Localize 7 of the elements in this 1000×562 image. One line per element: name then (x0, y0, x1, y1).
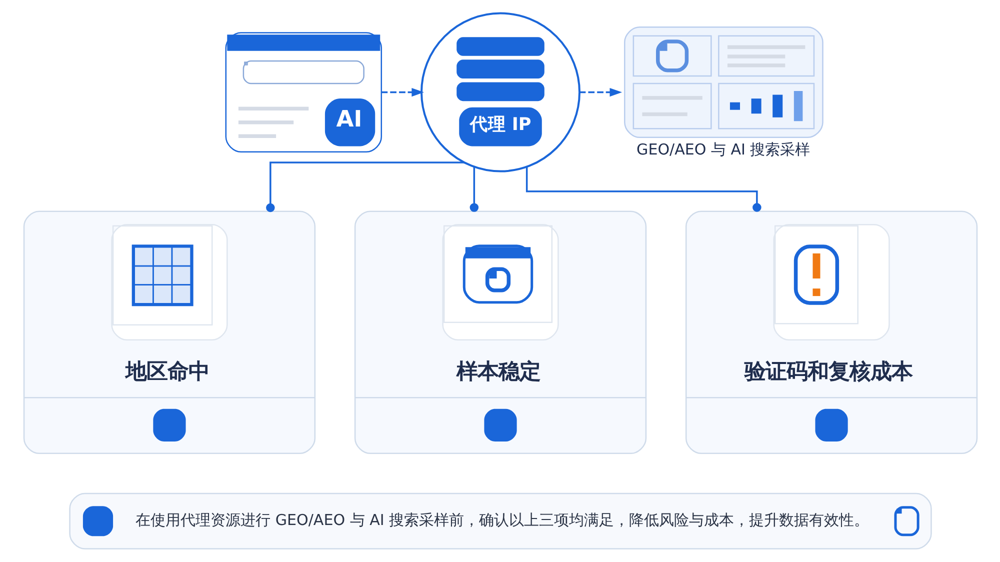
connector (525, 166, 761, 212)
node-label: GEO/AEO 与 AI 搜索采样 (636, 140, 810, 158)
connector (266, 162, 464, 212)
arrow (579, 88, 622, 97)
connector (469, 166, 478, 212)
node-circle: 代理 IP (420, 12, 580, 172)
arrow (380, 88, 424, 97)
